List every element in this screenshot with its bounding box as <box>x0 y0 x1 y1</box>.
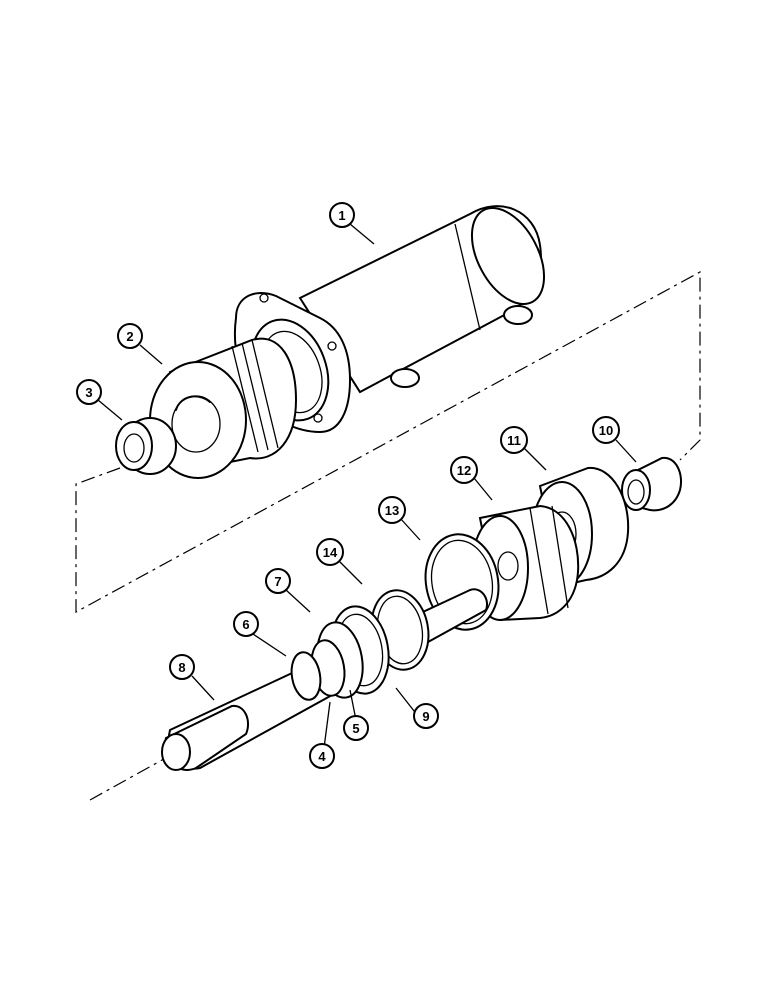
callout-9: 9 <box>413 703 439 729</box>
callout-label: 5 <box>352 721 359 736</box>
callout-label: 3 <box>85 385 92 400</box>
callout-label: 6 <box>242 617 249 632</box>
part-seal-stack <box>290 605 390 701</box>
part-wiper-seal <box>115 417 177 475</box>
callout-label: 13 <box>385 503 399 518</box>
callout-label: 12 <box>457 463 471 478</box>
callout-label: 10 <box>599 423 613 438</box>
callout-label: 11 <box>507 433 521 448</box>
callout-6: 6 <box>233 611 259 637</box>
callout-8: 8 <box>169 654 195 680</box>
callout-10: 10 <box>592 416 620 444</box>
callout-label: 7 <box>274 574 281 589</box>
callout-1: 1 <box>329 202 355 228</box>
part-nut <box>621 456 682 512</box>
callout-label: 14 <box>323 545 338 560</box>
callout-13: 13 <box>378 496 406 524</box>
callout-14: 14 <box>316 538 344 566</box>
callout-label: 9 <box>422 709 429 724</box>
part-cylinder-barrel <box>233 205 546 434</box>
callout-12: 12 <box>450 456 478 484</box>
callout-label: 1 <box>338 208 345 223</box>
callout-3: 3 <box>76 379 102 405</box>
callout-4: 4 <box>309 743 335 769</box>
callout-7: 7 <box>265 568 291 594</box>
part-piston-seal <box>471 504 580 622</box>
callouts: 1 2 3 10 11 12 13 14 7 6 8 9 5 4 <box>76 202 620 769</box>
callout-label: 8 <box>178 660 185 675</box>
leader-lines <box>97 223 637 749</box>
callout-5: 5 <box>343 715 369 741</box>
callout-2: 2 <box>117 323 143 349</box>
callout-label: 4 <box>318 749 326 764</box>
callout-label: 2 <box>126 329 133 344</box>
callout-11: 11 <box>500 426 528 454</box>
